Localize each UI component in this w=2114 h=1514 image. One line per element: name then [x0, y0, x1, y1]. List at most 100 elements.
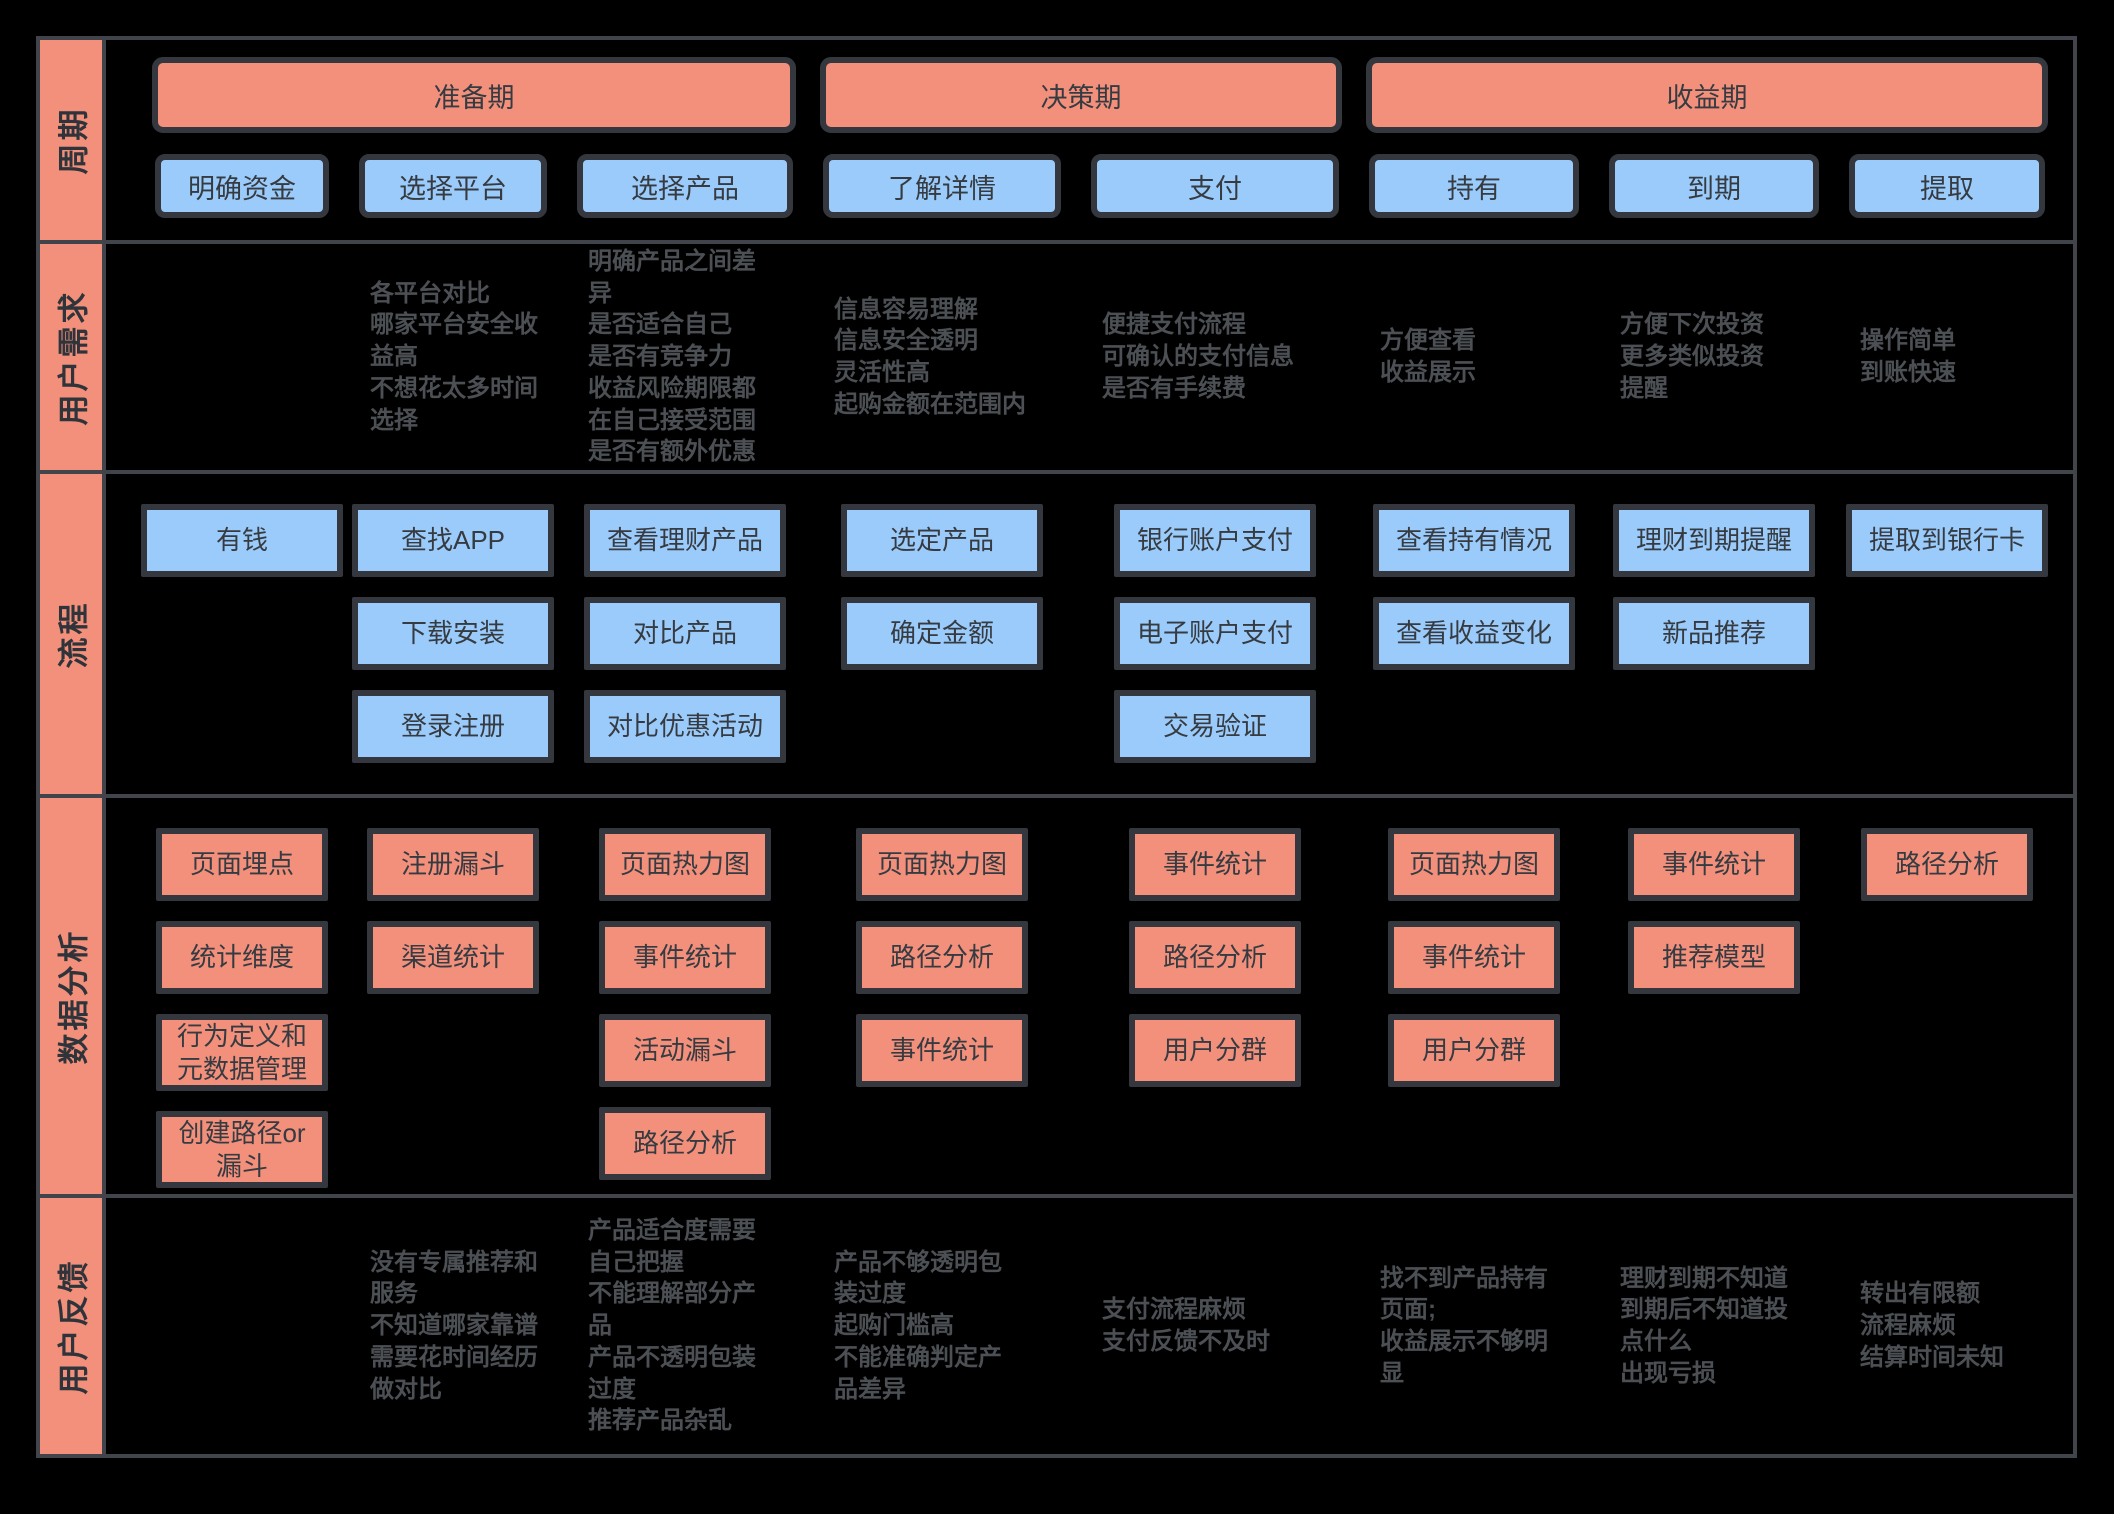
analysis-column: 页面埋点 统计维度 行为定义和 元数据管理 创建路径or 漏斗: [140, 798, 344, 1194]
step-box-pay: 支付: [1091, 154, 1339, 218]
feedback-note: 转出有限额 流程麻烦 结算时间未知: [1860, 1280, 2004, 1371]
step-box-hold: 持有: [1369, 154, 1579, 218]
needs-note: 明确产品之间差 异 是否适合自己 是否有竞争力 收益风险期限都 在自己接受范围 …: [588, 248, 756, 466]
feedback-note-cell: 支付流程麻烦 支付反馈不及时: [1076, 1198, 1354, 1454]
process-box: 查看持有情况: [1373, 504, 1575, 577]
analysis-box: 页面热力图: [1388, 828, 1560, 901]
feedback-note: 产品适合度需要 自己把握 不能理解部分产 品 产品不透明包装 过度 推荐产品杂乱: [588, 1217, 756, 1435]
process-box: 查找APP: [352, 504, 554, 577]
row-label-cycle: 周期: [40, 40, 102, 240]
analysis-box: 创建路径or 漏斗: [156, 1111, 328, 1188]
needs-note-cell: 信息容易理解 信息安全透明 灵活性高 起购金额在范围内: [808, 244, 1076, 470]
analysis-grid: 页面埋点 统计维度 行为定义和 元数据管理 创建路径or 漏斗 注册漏斗 渠道统…: [106, 798, 2073, 1194]
row-label-data-analysis-text: 数据分析: [56, 928, 92, 1064]
analysis-column: 注册漏斗 渠道统计: [344, 798, 562, 1194]
process-box: 对比产品: [584, 597, 786, 670]
needs-note-cell: 便捷支付流程 可确认的支付信息 是否有手续费: [1076, 244, 1354, 470]
process-box: 登录注册: [352, 690, 554, 763]
analysis-box: 路径分析: [1861, 828, 2033, 901]
needs-note: 各平台对比 哪家平台安全收 益高 不想花太多时间 选择: [370, 279, 538, 434]
row-label-process-text: 流程: [56, 600, 92, 668]
process-box: 选定产品: [841, 504, 1043, 577]
user-needs-grid: 各平台对比 哪家平台安全收 益高 不想花太多时间 选择 明确产品之间差 异 是否…: [106, 244, 2073, 470]
process-box: 查看理财产品: [584, 504, 786, 577]
step-box-clarify-funds: 明确资金: [155, 154, 329, 218]
user-feedback-row: 没有专属推荐和 服务 不知道哪家靠谱 需要花时间经历 做对比 产品适合度需要 自…: [106, 1198, 2073, 1454]
row-label-user-needs-text: 用户需求: [56, 289, 92, 425]
step-box-learn-details: 了解详情: [823, 154, 1061, 218]
feedback-note-cell: 没有专属推荐和 服务 不知道哪家靠谱 需要花时间经历 做对比: [344, 1198, 562, 1454]
phase-box-preparation: 准备期: [152, 57, 796, 133]
feedback-note: 没有专属推荐和 服务 不知道哪家靠谱 需要花时间经历 做对比: [370, 1248, 538, 1403]
process-column: 选定产品 确定金额: [808, 474, 1076, 794]
process-box: 理财到期提醒: [1613, 504, 1815, 577]
needs-note: 便捷支付流程 可确认的支付信息 是否有手续费: [1102, 311, 1294, 402]
analysis-column: 事件统计 路径分析 用户分群: [1076, 798, 1354, 1194]
analysis-box: 注册漏斗: [367, 828, 539, 901]
analysis-column: 页面热力图 事件统计 活动漏斗 路径分析: [562, 798, 808, 1194]
analysis-box: 路径分析: [856, 921, 1028, 994]
row-label-data-analysis: 数据分析: [40, 798, 102, 1194]
needs-note-cell: 方便下次投资 更多类似投资 提醒: [1594, 244, 1834, 470]
analysis-box: 路径分析: [599, 1107, 771, 1180]
needs-note-cell: 各平台对比 哪家平台安全收 益高 不想花太多时间 选择: [344, 244, 562, 470]
needs-note: 方便查看 收益展示: [1380, 327, 1476, 386]
process-column: 提取到银行卡: [1834, 474, 2060, 794]
analysis-column: 页面热力图 路径分析 事件统计: [808, 798, 1076, 1194]
step-box-maturity: 到期: [1609, 154, 1819, 218]
feedback-note: 支付流程麻烦 支付反馈不及时: [1102, 1296, 1270, 1355]
analysis-box: 渠道统计: [367, 921, 539, 994]
process-box: 电子账户支付: [1114, 597, 1316, 670]
analysis-box: 页面热力图: [599, 828, 771, 901]
needs-note-cell: [140, 244, 344, 470]
phase-box-decision: 决策期: [820, 57, 1342, 133]
step-row: 明确资金 选择平台 选择产品 了解详情 支付 持有 到期 提取: [106, 154, 2073, 218]
process-box: 下载安装: [352, 597, 554, 670]
analysis-box: 事件统计: [1129, 828, 1301, 901]
feedback-note-cell: 找不到产品持有 页面; 收益展示不够明 显: [1354, 1198, 1594, 1454]
feedback-note-cell: 理财到期不知道 到期后不知道投 点什么 出现亏损: [1594, 1198, 1834, 1454]
analysis-box: 事件统计: [1628, 828, 1800, 901]
process-box: 有钱: [141, 504, 343, 577]
needs-note: 操作简单 到账快速: [1860, 327, 1956, 386]
analysis-box: 事件统计: [1388, 921, 1560, 994]
analysis-box: 页面埋点: [156, 828, 328, 901]
process-box: 对比优惠活动: [584, 690, 786, 763]
process-box: 银行账户支付: [1114, 504, 1316, 577]
row-label-user-feedback-text: 用户反馈: [56, 1258, 92, 1394]
analysis-column: 页面热力图 事件统计 用户分群: [1354, 798, 1594, 1194]
cycle-row: 准备期 决策期 收益期 明确资金 选择平台 选择产品 了解详情 支付 持有 到期…: [106, 40, 2073, 240]
analysis-box: 路径分析: [1129, 921, 1301, 994]
analysis-box: 用户分群: [1388, 1014, 1560, 1087]
phase-box-profit: 收益期: [1366, 57, 2048, 133]
analysis-box: 页面热力图: [856, 828, 1028, 901]
step-box-choose-platform: 选择平台: [359, 154, 547, 218]
process-box: 新品推荐: [1613, 597, 1815, 670]
analysis-box: 事件统计: [856, 1014, 1028, 1087]
step-box-choose-product: 选择产品: [577, 154, 793, 218]
analysis-column: 路径分析: [1834, 798, 2060, 1194]
process-box: 查看收益变化: [1373, 597, 1575, 670]
process-box: 提取到银行卡: [1846, 504, 2048, 577]
needs-note: 方便下次投资 更多类似投资 提醒: [1620, 311, 1764, 402]
process-column: 查找APP 下载安装 登录注册: [344, 474, 562, 794]
needs-note-cell: 明确产品之间差 异 是否适合自己 是否有竞争力 收益风险期限都 在自己接受范围 …: [562, 244, 808, 470]
process-column: 有钱: [140, 474, 344, 794]
process-column: 查看持有情况 查看收益变化: [1354, 474, 1594, 794]
process-column: 银行账户支付 电子账户支付 交易验证: [1076, 474, 1354, 794]
analysis-box: 活动漏斗: [599, 1014, 771, 1087]
row-label-process: 流程: [40, 474, 102, 794]
analysis-box: 事件统计: [599, 921, 771, 994]
feedback-note: 产品不够透明包 装过度 起购门槛高 不能准确判定产 品差异: [834, 1248, 1002, 1403]
feedback-note-cell: [140, 1198, 344, 1454]
process-box: 交易验证: [1114, 690, 1316, 763]
feedback-note-cell: 转出有限额 流程麻烦 结算时间未知: [1834, 1198, 2060, 1454]
feedback-note-cell: 产品适合度需要 自己把握 不能理解部分产 品 产品不透明包装 过度 推荐产品杂乱: [562, 1198, 808, 1454]
row-label-user-needs: 用户需求: [40, 244, 102, 470]
feedback-note: 找不到产品持有 页面; 收益展示不够明 显: [1380, 1264, 1548, 1387]
needs-note-cell: 操作简单 到账快速: [1834, 244, 2060, 470]
data-analysis-row: 页面埋点 统计维度 行为定义和 元数据管理 创建路径or 漏斗 注册漏斗 渠道统…: [106, 798, 2073, 1194]
user-feedback-grid: 没有专属推荐和 服务 不知道哪家靠谱 需要花时间经历 做对比 产品适合度需要 自…: [106, 1198, 2073, 1454]
feedback-note-cell: 产品不够透明包 装过度 起购门槛高 不能准确判定产 品差异: [808, 1198, 1076, 1454]
